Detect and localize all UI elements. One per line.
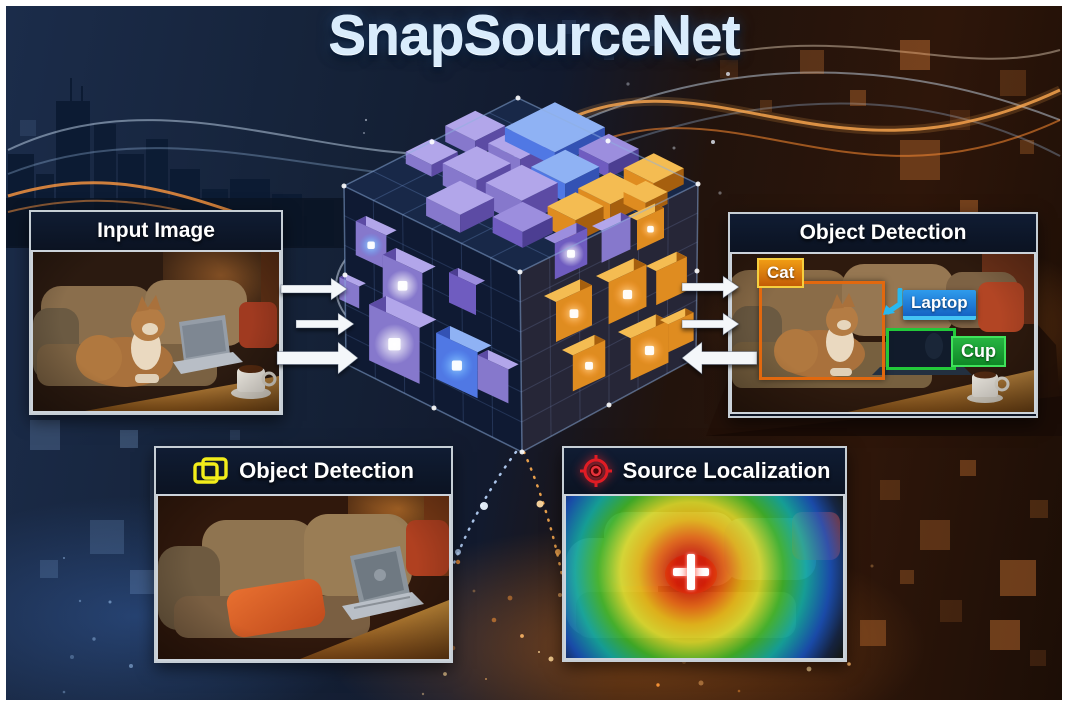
object-detection-title: Object Detection <box>799 221 967 244</box>
object-detection-panel: Object Detection <box>728 212 1038 418</box>
figure-canvas: SnapSourceNet Input Image <box>6 6 1062 700</box>
object-detection-secondary-title: Object Detection <box>239 458 414 483</box>
object-detection-header: Object Detection <box>730 214 1036 252</box>
cat-label: Cat <box>757 258 805 288</box>
source-localization-panel: Source Localization <box>562 446 847 662</box>
source-localization-title: Source Localization <box>622 458 831 483</box>
layers-icon <box>193 456 229 486</box>
object-detection-secondary-photo <box>156 494 451 661</box>
heatmap-overlay <box>566 496 843 658</box>
input-image-title: Input Image <box>97 219 215 242</box>
cup-label: Cup <box>951 336 1006 367</box>
figure-title: SnapSourceNet <box>328 6 740 67</box>
object-detection-secondary-panel: Object Detection <box>154 446 453 663</box>
source-localization-photo <box>564 494 845 660</box>
laptop-label: Laptop <box>903 290 976 320</box>
target-icon <box>579 454 613 488</box>
laptop-screen-bounding-box <box>886 328 956 370</box>
input-image-photo <box>31 250 281 413</box>
laptop-arrow-icon <box>883 288 903 315</box>
source-localization-header: Source Localization <box>564 448 845 494</box>
input-image-panel: Input Image <box>29 210 283 415</box>
feature-cube-illustration <box>339 95 701 455</box>
input-image-header: Input Image <box>31 212 281 250</box>
object-detection-photo: Cat Laptop Cup <box>730 252 1036 414</box>
cat-figure <box>76 295 173 387</box>
object-detection-secondary-header: Object Detection <box>156 448 451 494</box>
cat-bounding-box <box>759 281 885 380</box>
